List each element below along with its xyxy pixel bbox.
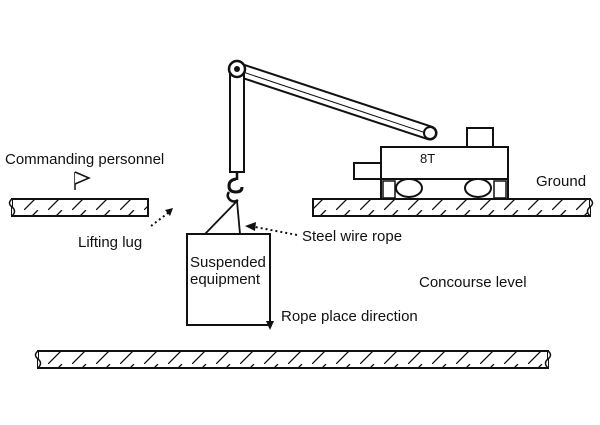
crane: 8T bbox=[226, 59, 509, 203]
crane-wheel-front bbox=[395, 178, 423, 198]
concourse-level-label: Concourse level bbox=[419, 274, 527, 291]
concourse-slab bbox=[34, 350, 552, 369]
rope-direction-arrow bbox=[266, 277, 274, 330]
right-ground-slab bbox=[312, 198, 594, 217]
flag-icon bbox=[74, 171, 91, 190]
steel-wire-rope-label: Steel wire rope bbox=[302, 228, 402, 245]
suspended-equipment-label-line1: Suspended bbox=[190, 254, 266, 271]
crane-body bbox=[380, 146, 509, 180]
ground-label: Ground bbox=[536, 173, 586, 190]
rope-place-direction-label: Rope place direction bbox=[281, 308, 418, 325]
steel-wire-rope bbox=[204, 200, 241, 235]
left-ground-slab bbox=[8, 198, 149, 217]
crane-front-block bbox=[353, 162, 382, 180]
crane-mast bbox=[229, 69, 245, 173]
steel-wire-rope-arrow bbox=[245, 222, 298, 236]
crane-wheel-rear bbox=[464, 178, 492, 198]
crane-capacity-label: 8T bbox=[420, 151, 435, 166]
lifting-lug-arrow bbox=[150, 208, 173, 227]
lifting-lug-label: Lifting lug bbox=[78, 234, 142, 251]
crane-hook-icon bbox=[226, 172, 244, 203]
commanding-personnel-label: Commanding personnel bbox=[5, 151, 164, 168]
suspended-equipment-label-line2: equipment bbox=[190, 271, 261, 288]
suspended-equipment-box bbox=[186, 233, 271, 326]
crane-cab bbox=[466, 127, 494, 148]
